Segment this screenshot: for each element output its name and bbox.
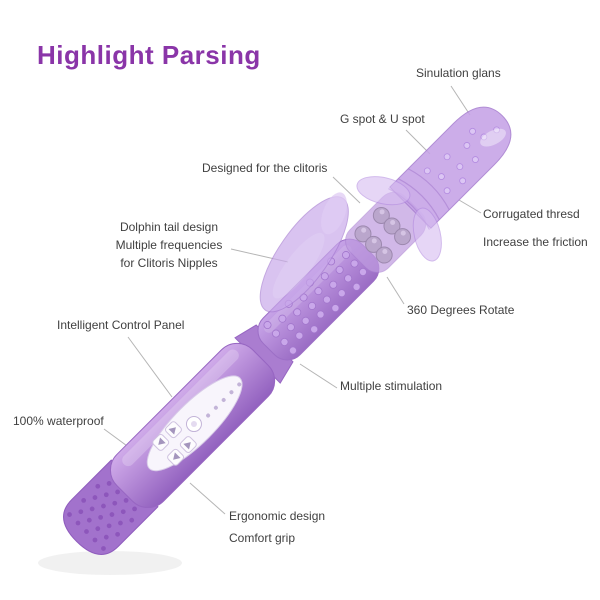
callout-g-u-spot: G spot & U spot	[340, 112, 425, 126]
callout-ergonomic: Ergonomic design Comfort grip	[229, 509, 326, 545]
callout-control-panel: Intelligent Control Panel	[57, 318, 185, 332]
clitoris-wings	[356, 176, 442, 262]
callout-line-glans	[450, 85, 471, 116]
product-image	[63, 106, 512, 555]
callout-line-g-u-spot	[405, 129, 431, 155]
glans-nubs	[423, 126, 501, 195]
callout-corrugated-thread: Corrugated thresd Increase the friction	[483, 207, 588, 249]
glans-tip	[388, 106, 512, 230]
callout-line-ergonomic	[189, 482, 226, 515]
power-button-center	[190, 421, 197, 428]
callout-clitoris: Designed for the clitoris	[202, 161, 328, 175]
callout-line-control-panel	[127, 336, 173, 398]
callout-line-clitoris	[332, 176, 361, 204]
panel-holes	[206, 382, 242, 418]
callout-line-stimulation	[299, 363, 338, 389]
callout-360-rotate: 360 Degrees Rotate	[407, 303, 515, 317]
callout-waterproof: 100% waterproof	[13, 414, 104, 428]
page-title: Highlight Parsing	[37, 40, 261, 70]
product-shadow	[38, 551, 182, 575]
callout-simulation-glans: Sinulation glans	[416, 66, 501, 80]
callout-dolphin-tail: Dolphin tail design Multiple frequencies…	[115, 220, 223, 270]
callout-lines	[103, 85, 482, 515]
callout-line-rotate-360	[386, 276, 405, 305]
callout-line-corrugated	[458, 199, 482, 214]
dolphin-tail	[259, 192, 349, 313]
callout-stimulation: Multiple stimulation	[340, 379, 443, 393]
control-panel	[146, 375, 243, 472]
arrow-buttons	[152, 421, 197, 466]
